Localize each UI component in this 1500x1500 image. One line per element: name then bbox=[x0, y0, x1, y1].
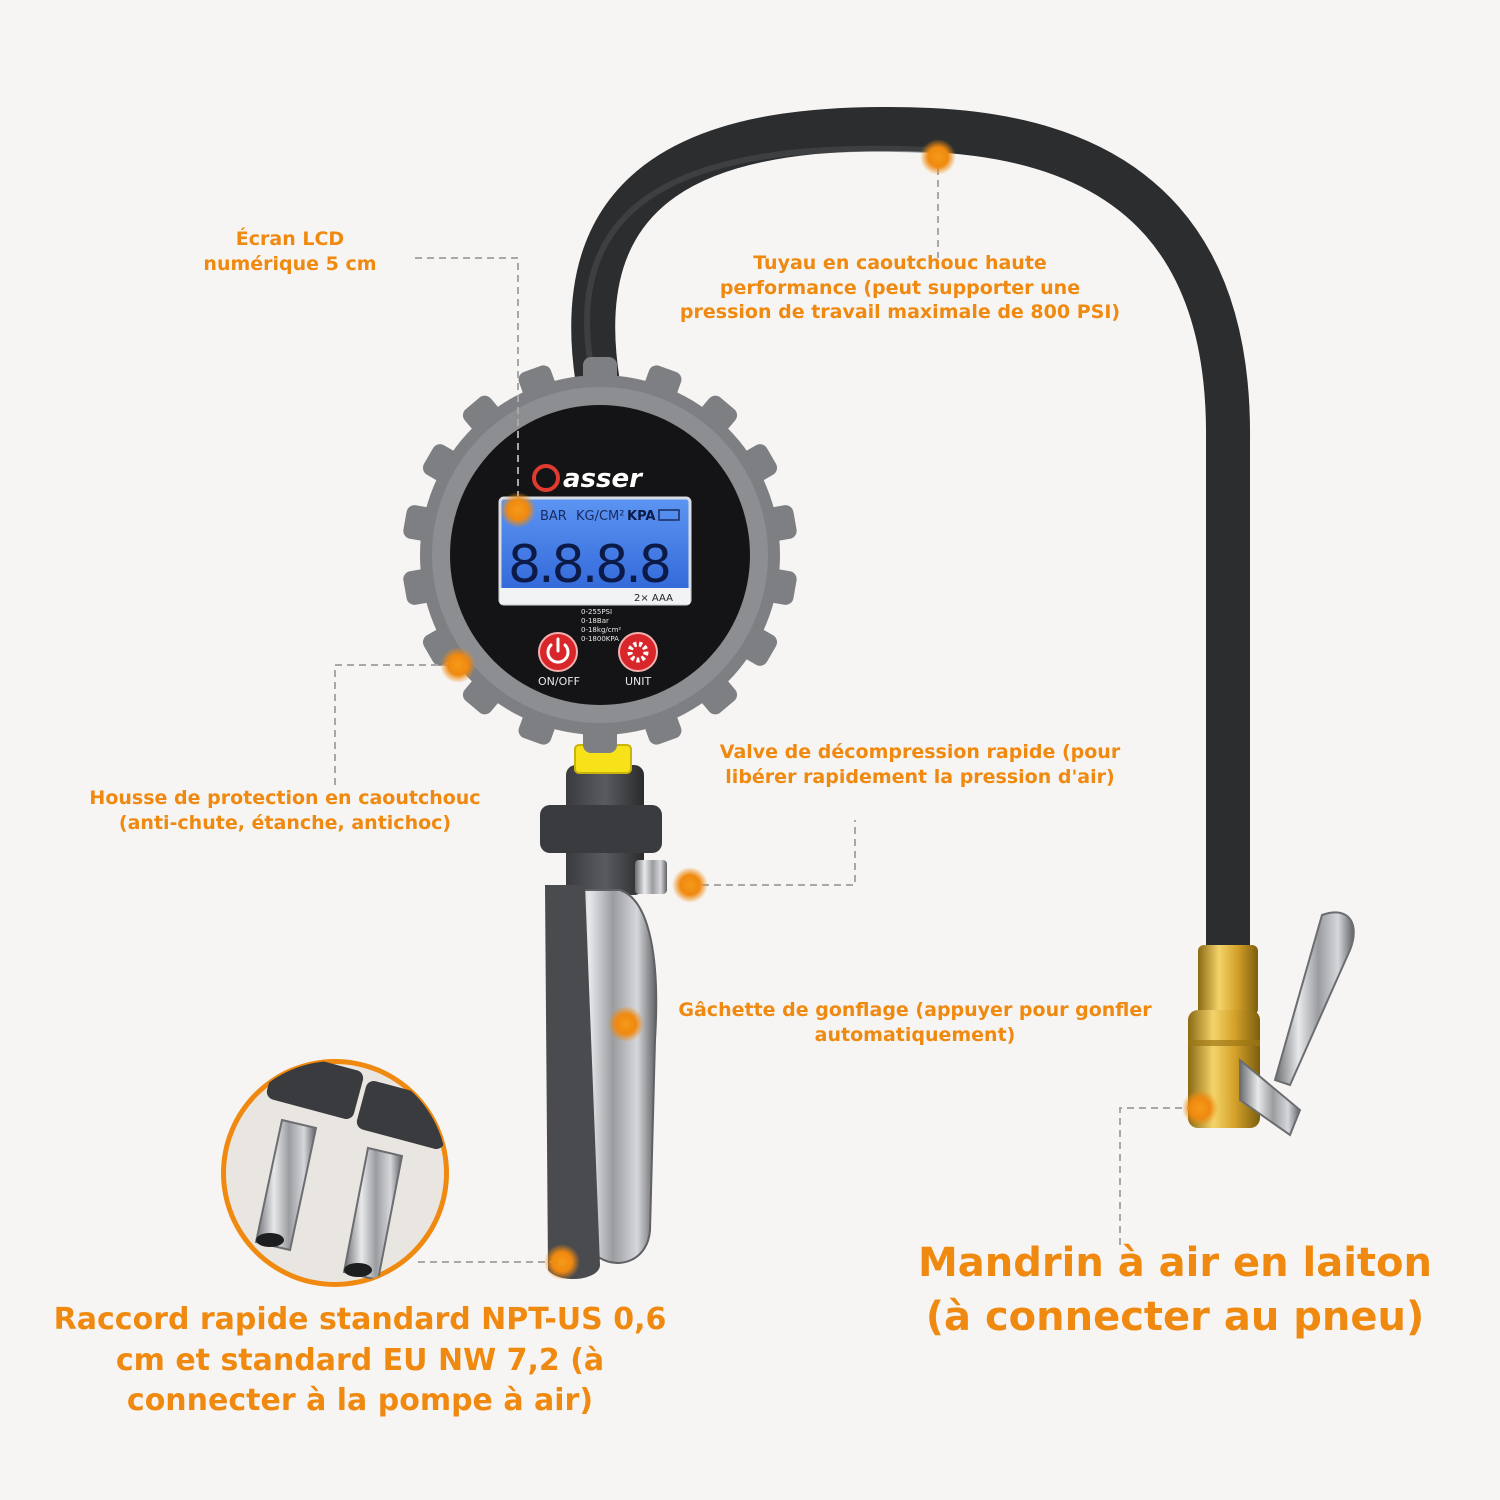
lcd-screen: BAR KG/CM² KPA 8.8.8.8 2× AAA bbox=[498, 496, 692, 606]
callout-coupler: Raccord rapide standard NPT-US 0,6 cm et… bbox=[10, 1300, 710, 1422]
callout-hose: Tuyau en caoutchouc haute performance (p… bbox=[630, 251, 1170, 325]
callout-valve-line-2: libérer rapidement la pression d'air) bbox=[725, 765, 1115, 788]
power-button[interactable] bbox=[538, 632, 578, 672]
callout-lcd-line-2: numérique 5 cm bbox=[203, 252, 377, 275]
marker-valve bbox=[672, 867, 708, 903]
handle-grip bbox=[545, 885, 600, 1280]
marker-hose bbox=[920, 139, 956, 175]
callout-chuck-line-2: (à connecter au pneu) bbox=[925, 1294, 1425, 1340]
callout-trigger: Gâchette de gonflage (appuyer pour gonfl… bbox=[615, 998, 1215, 1047]
release-valve bbox=[635, 860, 667, 894]
callout-hose-line-1: Tuyau en caoutchouc haute bbox=[753, 252, 1047, 274]
callout-cover-line-2: (anti-chute, étanche, antichoc) bbox=[118, 811, 452, 834]
lcd-digits: 8.8.8.8 bbox=[508, 535, 669, 595]
npt-coupler bbox=[254, 1118, 318, 1252]
brass-air-chuck bbox=[1188, 911, 1355, 1137]
gauge-body bbox=[540, 744, 667, 1280]
brand-logo: asser bbox=[563, 464, 644, 494]
callout-coupler-line-3: connecter à la pompe à air) bbox=[126, 1383, 594, 1418]
callout-coupler-line-2: cm et standard EU NW 7,2 (à bbox=[115, 1342, 605, 1378]
power-button-label: ON/OFF bbox=[538, 675, 580, 688]
marker-chuck bbox=[1182, 1090, 1218, 1126]
lcd-unit-kgcm: KG/CM² bbox=[576, 509, 624, 524]
range-kpa: 0-1800KPA bbox=[581, 635, 619, 643]
callout-lcd-line-1: Écran LCD bbox=[235, 228, 345, 250]
unit-button[interactable] bbox=[618, 632, 658, 672]
lcd-unit-bar: BAR bbox=[540, 509, 567, 524]
marker-lcd bbox=[500, 492, 536, 528]
callout-trigger-line-2: automatiquement) bbox=[814, 1023, 1016, 1046]
callout-cover: Housse de protection en caoutchouc (anti… bbox=[35, 786, 535, 835]
battery-label: 2× AAA bbox=[634, 593, 673, 604]
power-icon bbox=[546, 643, 570, 664]
rubber-hose-highlight bbox=[584, 145, 933, 363]
unit-button-label: UNIT bbox=[625, 675, 652, 688]
callout-valve-line-1: Valve de décompression rapide (pour bbox=[719, 741, 1121, 763]
callout-cover-line-1: Housse de protection en caoutchouc bbox=[89, 787, 481, 809]
callout-chuck-line-1: Mandrin à air en laiton bbox=[917, 1240, 1433, 1286]
callout-trigger-line-1: Gâchette de gonflage (appuyer pour gonfl… bbox=[678, 999, 1152, 1021]
callout-hose-line-3: pression de travail maximale de 800 PSI) bbox=[679, 301, 1121, 324]
range-bar: 0-18Bar bbox=[581, 617, 609, 625]
callout-hose-line-2: performance (peut supporter une bbox=[719, 276, 1081, 299]
chuck-lever bbox=[1273, 911, 1355, 1087]
lcd-unit-kpa: KPA bbox=[627, 509, 655, 524]
range-psi: 0-255PSI bbox=[581, 608, 612, 616]
callout-chuck: Mandrin à air en laiton (à connecter au … bbox=[880, 1236, 1470, 1344]
brand-logo-ring bbox=[532, 464, 560, 492]
leader-lines bbox=[334, 168, 1200, 1263]
gear-icon bbox=[627, 641, 649, 663]
marker-coupler bbox=[544, 1244, 580, 1280]
callout-coupler-line-1: Raccord rapide standard NPT-US 0,6 bbox=[53, 1302, 667, 1337]
callout-valve: Valve de décompression rapide (pour libé… bbox=[660, 740, 1180, 789]
callout-lcd: Écran LCD numérique 5 cm bbox=[160, 227, 420, 276]
battery-icon bbox=[658, 509, 680, 521]
marker-trigger bbox=[608, 1006, 644, 1042]
marker-cover bbox=[440, 647, 476, 683]
range-kgcm: 0-18kg/cm² bbox=[581, 626, 621, 634]
coupler-inset bbox=[221, 1059, 449, 1287]
